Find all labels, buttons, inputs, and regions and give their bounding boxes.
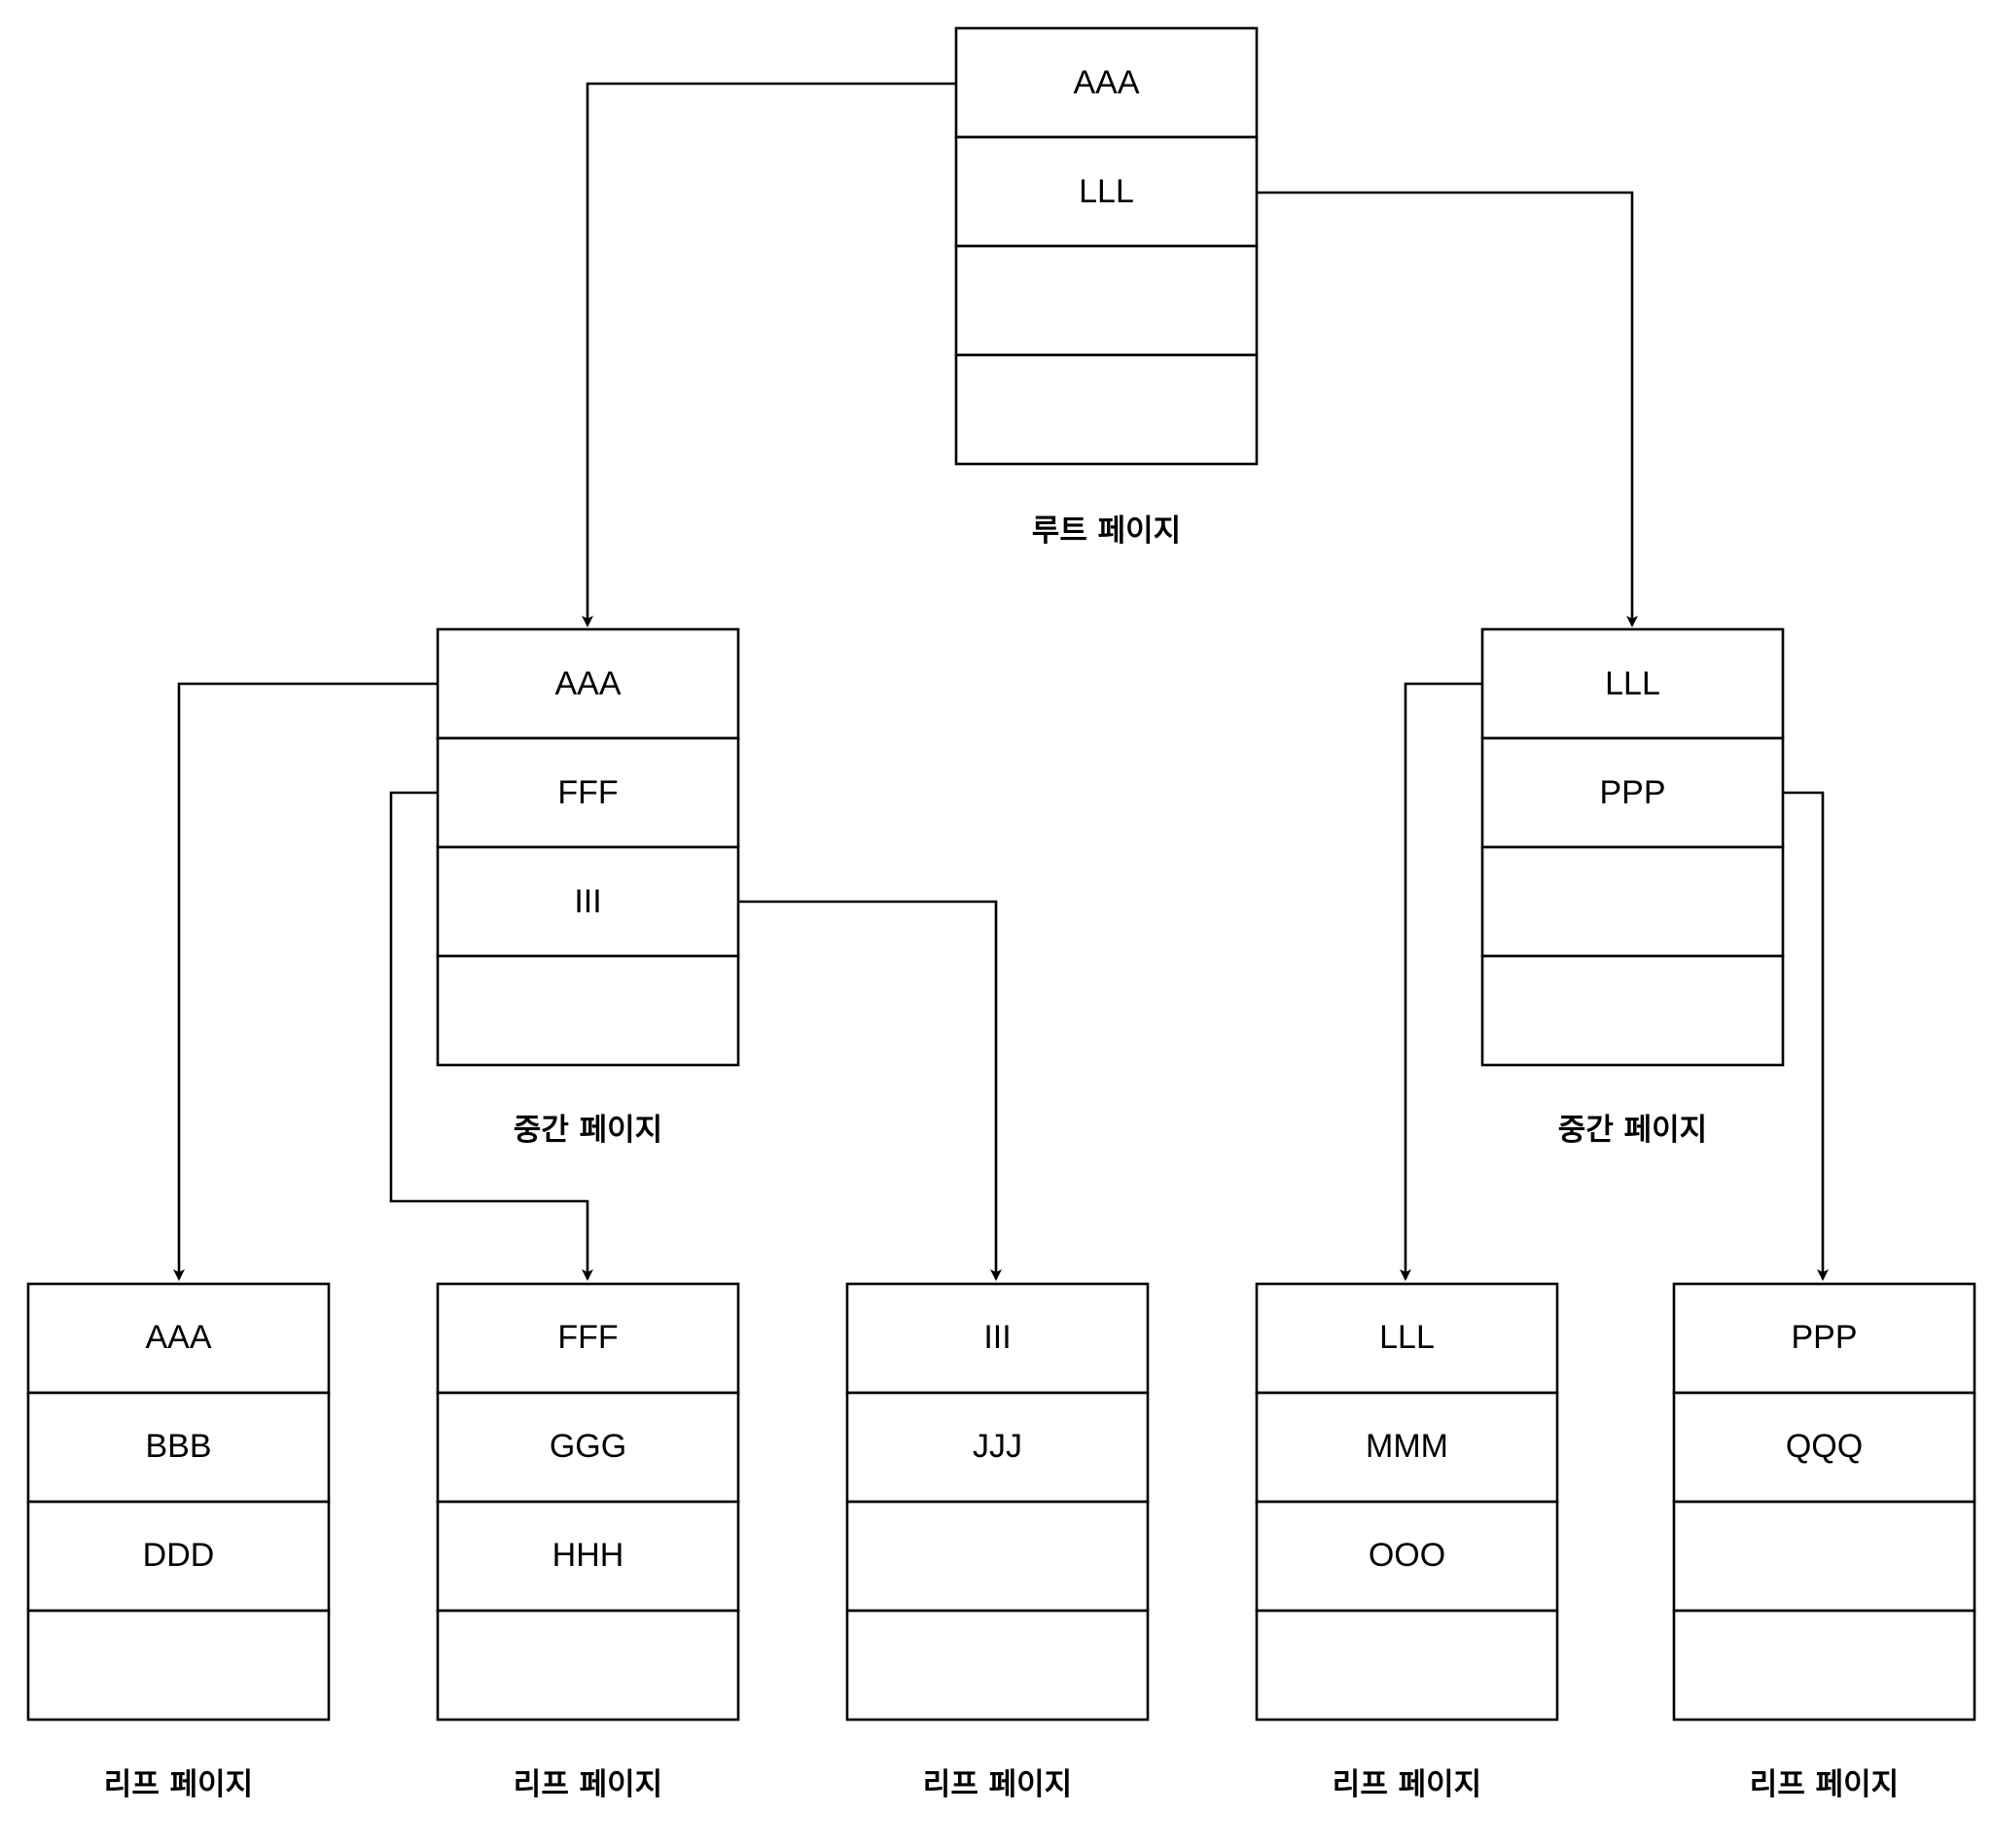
internal-right-key-1: LLL [1605,665,1660,702]
internal-right-cell-1 [1480,627,1785,740]
internal-left-page-label: 중간 페이지 [514,1113,662,1148]
leaf-2-cell-1 [436,1282,740,1395]
internal-page-left: AAA FFF III 중간 페이지 [436,627,740,1148]
internal-left-key-2: FFF [557,774,618,811]
leaf-4-cell-1 [1255,1282,1559,1395]
leaf-3-cell-2 [845,1391,1150,1504]
internal-left-key-3: III [574,883,601,920]
leaf-3-key-1: III [983,1319,1011,1356]
leaf-page-3: III JJJ 리프 페이지 [845,1282,1150,1802]
root-cell-3 [954,244,1259,357]
leaf-1-key-2: BBB [145,1428,211,1465]
internal-right-key-2: PPP [1599,774,1665,811]
leaf-5-cell-3 [1672,1500,1976,1613]
root-cell-4 [954,353,1259,466]
edge-internal-right-ppp-to-leaf-5 [1783,791,1829,1281]
internal-left-cell-3 [436,845,740,958]
leaf-1-page-label: 리프 페이지 [104,1767,253,1802]
leaf-1-cell-3 [26,1500,331,1613]
leaf-1-key-1: AAA [145,1319,211,1356]
edge-root-aaa-to-internal-left [582,82,956,627]
internal-right-page-label: 중간 페이지 [1558,1113,1707,1148]
leaf-5-page-label: 리프 페이지 [1750,1767,1899,1802]
edge-internal-left-aaa-to-leaf-1 [173,682,438,1281]
leaf-2-key-2: GGG [550,1428,626,1465]
leaf-5-key-2: QQQ [1786,1428,1863,1465]
root-key-1: AAA [1073,64,1139,101]
leaf-2-cell-4 [436,1609,740,1722]
leaf-1-cell-4 [26,1609,331,1722]
leaf-2-key-1: FFF [557,1319,618,1356]
leaf-3-page-label: 리프 페이지 [923,1767,1072,1802]
leaf-4-page-label: 리프 페이지 [1333,1767,1481,1802]
leaf-2-cell-3 [436,1500,740,1613]
leaf-page-2: FFF GGG HHH 리프 페이지 [436,1282,740,1802]
edge-internal-left-iii-to-leaf-3 [738,900,1002,1281]
leaf-3-cell-3 [845,1500,1150,1613]
internal-right-cell-3 [1480,845,1785,958]
internal-page-right: LLL PPP 중간 페이지 [1480,627,1785,1148]
leaf-3-cell-4 [845,1609,1150,1722]
leaf-4-key-3: OOO [1369,1537,1445,1574]
leaf-2-cell-2 [436,1391,740,1504]
leaf-4-key-1: LLL [1379,1319,1435,1356]
internal-left-cell-1 [436,627,740,740]
root-cell-2 [954,135,1259,248]
internal-left-key-1: AAA [554,665,621,702]
leaf-5-cell-1 [1672,1282,1976,1395]
root-page: AAA LLL 루트 페이지 [954,26,1259,549]
leaf-5-cell-2 [1672,1391,1976,1504]
leaf-4-cell-2 [1255,1391,1559,1504]
leaf-4-cell-4 [1255,1609,1559,1722]
internal-right-cell-2 [1480,736,1785,849]
leaf-4-cell-3 [1255,1500,1559,1613]
edge-internal-left-fff-to-leaf-2 [389,791,593,1281]
edges [173,82,1829,1281]
root-page-label: 루트 페이지 [1032,514,1181,549]
edge-internal-right-lll-to-leaf-4 [1400,682,1482,1281]
leaf-page-1: AAA BBB DDD 리프 페이지 [26,1282,331,1802]
leaf-page-4: LLL MMM OOO 리프 페이지 [1255,1282,1559,1802]
leaf-5-cell-4 [1672,1609,1976,1722]
edge-root-lll-to-internal-right [1257,191,1638,627]
internal-left-cell-2 [436,736,740,849]
leaf-5-key-1: PPP [1791,1319,1857,1356]
leaf-2-key-3: HHH [552,1537,624,1574]
internal-right-cell-4 [1480,954,1785,1067]
leaf-1-key-3: DDD [143,1537,215,1574]
leaf-3-key-2: JJJ [973,1428,1022,1465]
root-key-2: LLL [1079,173,1134,210]
leaf-4-key-2: MMM [1366,1428,1448,1465]
leaf-2-page-label: 리프 페이지 [514,1767,662,1802]
leaf-3-cell-1 [845,1282,1150,1395]
internal-left-cell-4 [436,954,740,1067]
leaf-page-5: PPP QQQ 리프 페이지 [1672,1282,1976,1802]
leaf-1-cell-1 [26,1282,331,1395]
